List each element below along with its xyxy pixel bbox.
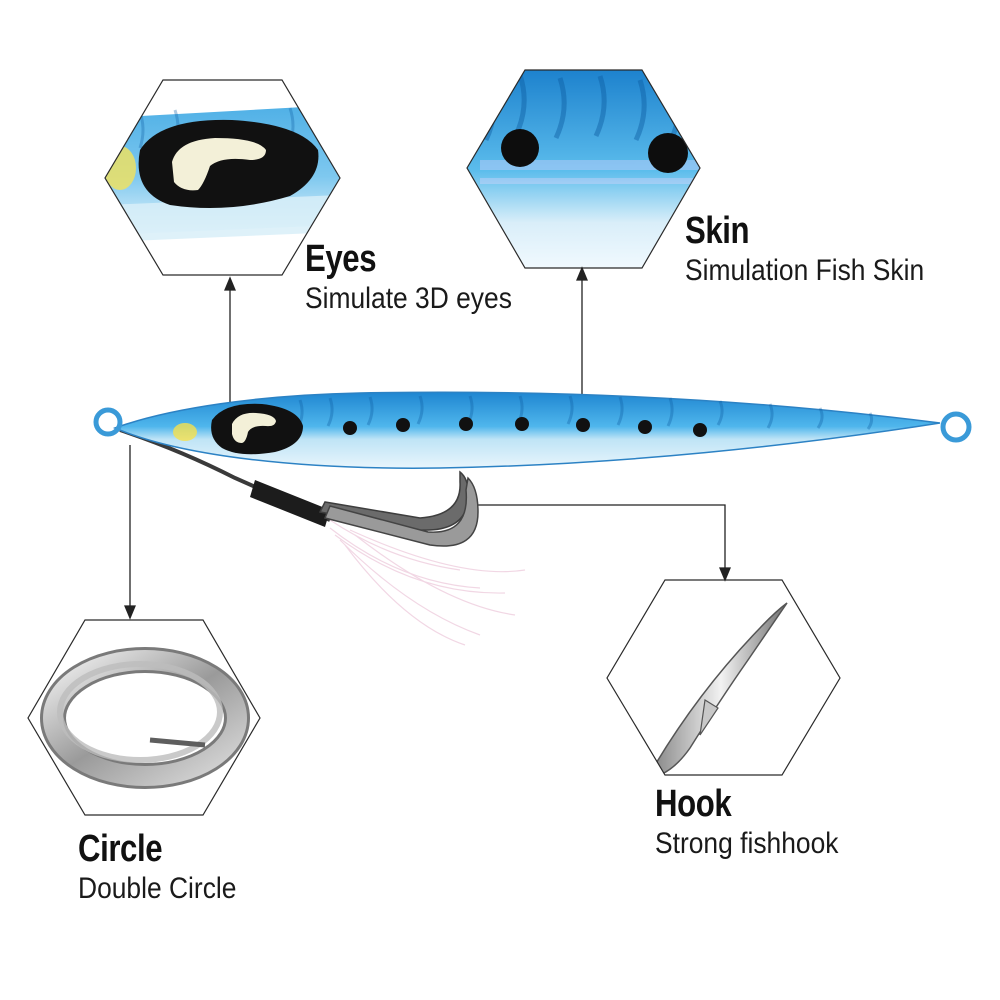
eyes-arrow bbox=[224, 276, 236, 291]
assist-skirt bbox=[329, 519, 526, 646]
skin-closeup-icon bbox=[466, 69, 701, 269]
circle-arrow bbox=[124, 605, 136, 620]
fishhook-icon bbox=[606, 579, 841, 776]
hook-leader-line bbox=[465, 504, 726, 570]
feature-hook: Hook Strong fishhook bbox=[655, 785, 863, 859]
feature-circle-title: Circle bbox=[78, 828, 163, 870]
hook-arrow bbox=[719, 567, 731, 582]
split-ring-icon bbox=[27, 619, 261, 816]
feature-skin-desc: Simulation Fish Skin bbox=[685, 254, 925, 287]
feature-skin: Skin Simulation Fish Skin bbox=[685, 212, 957, 286]
lure-icon bbox=[93, 391, 972, 646]
skin-arrow bbox=[576, 266, 588, 281]
feature-hook-title: Hook bbox=[655, 783, 732, 825]
feature-hook-desc: Strong fishhook bbox=[655, 827, 839, 860]
eye-closeup-icon bbox=[104, 79, 341, 276]
feature-eyes-desc: Simulate 3D eyes bbox=[305, 282, 512, 315]
feature-skin-title: Skin bbox=[685, 210, 750, 252]
feature-circle-desc: Double Circle bbox=[78, 872, 237, 905]
feature-circle: Circle Double Circle bbox=[78, 830, 258, 904]
feature-eyes-title: Eyes bbox=[305, 238, 377, 280]
lure-hook-front bbox=[323, 476, 479, 547]
feature-eyes: Eyes Simulate 3D eyes bbox=[305, 240, 540, 314]
leader-lines bbox=[124, 266, 731, 620]
